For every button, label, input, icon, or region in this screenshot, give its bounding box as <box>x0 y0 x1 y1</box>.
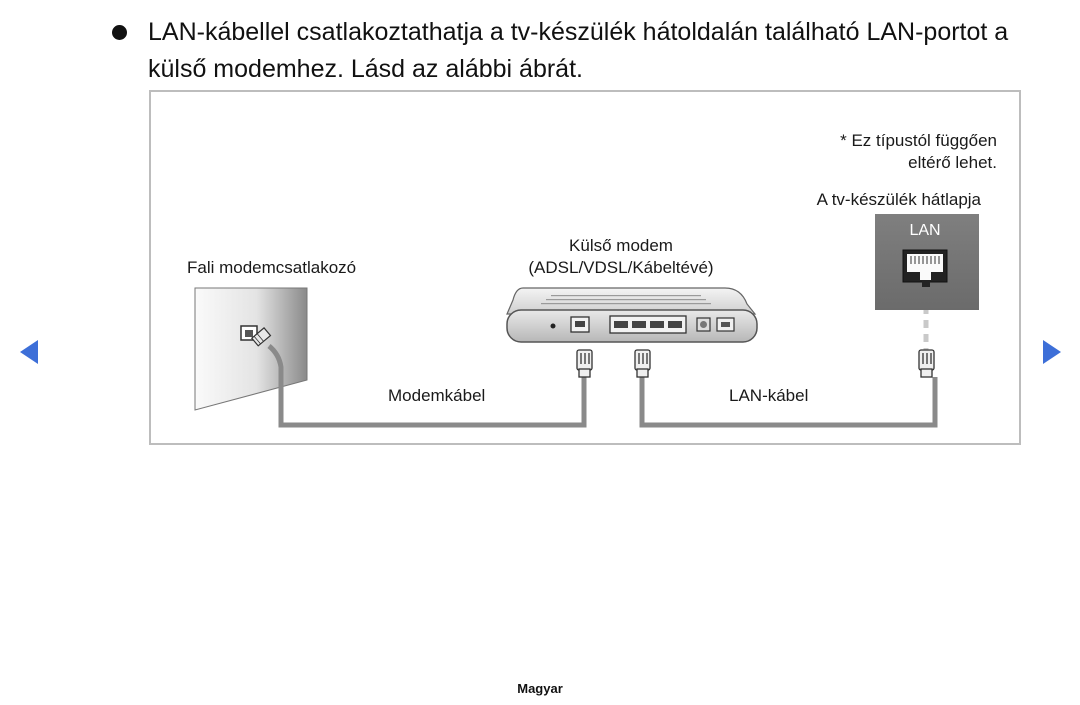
lan-port-label: LAN <box>909 222 941 239</box>
wall-socket-panel <box>194 287 308 411</box>
note-line-2: eltérő lehet. <box>908 153 997 172</box>
note-line-1: * Ez típustól függően <box>840 131 997 150</box>
tv-lan-plug <box>918 349 935 378</box>
bullet-dot-icon <box>112 25 127 40</box>
lan-cable-label: LAN-kábel <box>729 386 809 405</box>
modem-cable-label: Modemkábel <box>388 386 486 405</box>
external-modem <box>506 287 758 343</box>
next-page-arrow-icon[interactable] <box>1043 340 1061 364</box>
instruction-bullet: LAN-kábellel csatlakoztathatja a tv-kész… <box>112 14 1042 88</box>
modem-label-line-2: (ADSL/VDSL/Kábeltévé) <box>528 258 714 277</box>
connection-diagram: LAN * Ez típustól függően eltérő lehet. … <box>149 90 1021 445</box>
diagram-graphics <box>194 214 979 428</box>
modem-line-plug <box>576 349 593 378</box>
instruction-text: LAN-kábellel csatlakoztathatja a tv-kész… <box>148 18 1009 83</box>
model-variation-note: * Ez típustól függően eltérő lehet. <box>797 130 997 174</box>
wall-socket-label: Fali modemcsatlakozó <box>187 258 357 277</box>
tv-back-panel <box>875 214 979 310</box>
tv-back-label: A tv-készülék hátlapja <box>816 190 981 209</box>
previous-page-arrow-icon[interactable] <box>20 340 38 364</box>
modem-label: Külső modem (ADSL/VDSL/Kábeltévé) <box>491 235 751 279</box>
footer-language: Magyar <box>517 681 563 696</box>
modem-label-line-1: Külső modem <box>569 236 673 255</box>
modem-lan-plug <box>634 349 651 378</box>
